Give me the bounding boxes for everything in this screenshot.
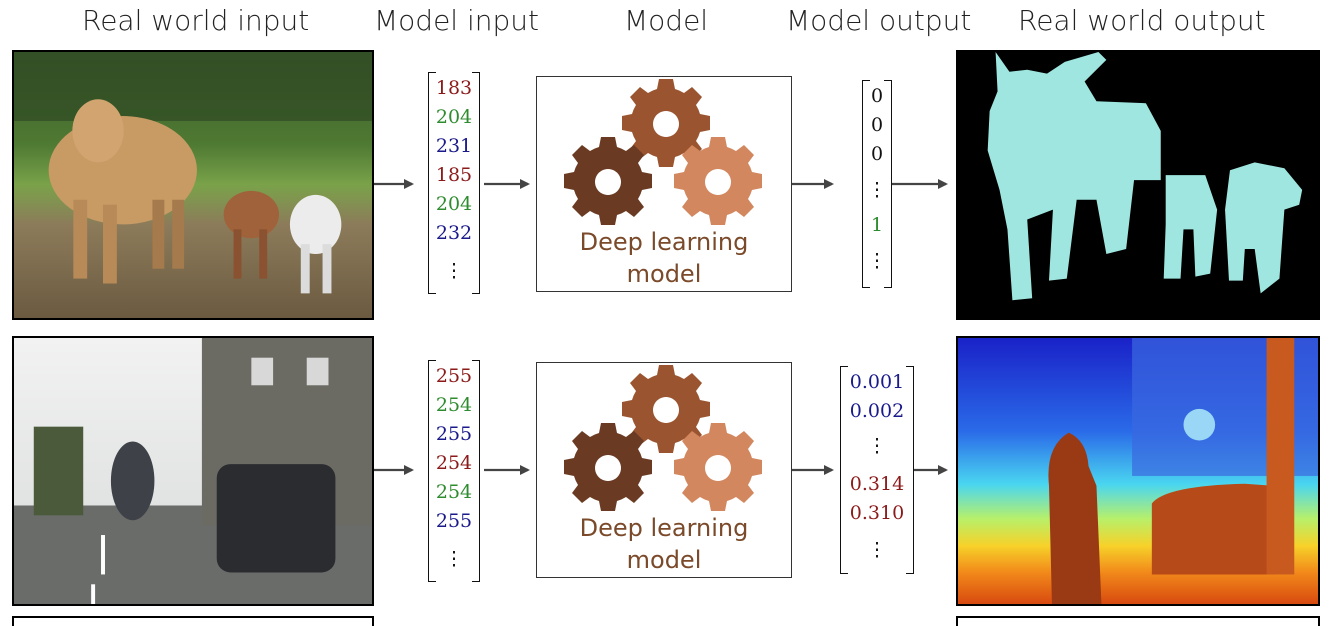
vector-cell: 231 <box>435 135 473 157</box>
vector-cell: ⋮ <box>867 179 887 201</box>
row-b-label: ) <box>0 338 2 373</box>
vector-cell: 255 <box>435 423 473 445</box>
header-real-world-output: Real world output <box>1018 4 1266 37</box>
vector-cell: 0.002 <box>849 400 905 422</box>
vector-cell: 255 <box>435 510 473 532</box>
vector-cell: 204 <box>435 106 473 128</box>
vector-cell: ⋮ <box>867 435 887 457</box>
gears-icon <box>564 79 762 225</box>
model-caption-line1: Deep learning <box>579 228 749 256</box>
header-real-world-input: Real world input <box>82 4 310 37</box>
vector-cell: 254 <box>435 452 473 474</box>
model-caption-line2: model <box>626 546 702 574</box>
model-output-vector-2: 0.001 0.002 ⋮ 0.314 0.310 ⋮ <box>840 366 914 574</box>
next-row-photo-edge <box>12 616 374 626</box>
vector-cell: 255 <box>435 365 473 387</box>
vector-cell: 185 <box>435 164 473 186</box>
vector-cell: 204 <box>435 193 473 215</box>
vector-cell: 232 <box>435 222 473 244</box>
model-input-vector-1: 183 204 231 185 204 232 ⋮ <box>428 72 480 294</box>
segmentation-output <box>956 50 1320 320</box>
street-photo <box>12 336 374 606</box>
vector-cell: 0.310 <box>849 502 905 524</box>
header-model: Model <box>624 4 709 37</box>
model-box-2: Deep learning model <box>536 362 792 578</box>
vector-cell: ⋮ <box>867 250 887 272</box>
model-box-1: Deep learning model <box>536 76 792 292</box>
row-a-label: ) <box>0 52 2 87</box>
vector-cell: ⋮ <box>444 260 464 282</box>
vector-cell: 0.314 <box>849 473 905 495</box>
model-output-vector-1: 0 0 0 ⋮ 1 ⋮ <box>862 80 892 288</box>
vector-cell: ⋮ <box>867 539 887 561</box>
gears-icon <box>564 365 762 511</box>
vector-cell: 0 <box>870 114 884 136</box>
model-caption-line2: model <box>626 260 702 288</box>
vector-cell: 1 <box>870 214 884 236</box>
vector-cell: 0 <box>870 143 884 165</box>
vector-cell: 254 <box>435 481 473 503</box>
vector-cell: 183 <box>435 77 473 99</box>
next-row-output-edge <box>956 616 1320 626</box>
model-input-vector-2: 255 254 255 254 254 255 ⋮ <box>428 360 480 582</box>
header-model-input: Model input <box>374 4 539 37</box>
cow-photo <box>12 50 374 320</box>
vector-cell: ⋮ <box>444 548 464 570</box>
vector-cell: 0.001 <box>849 371 905 393</box>
model-caption-line1: Deep learning <box>579 514 749 542</box>
vector-cell: 254 <box>435 394 473 416</box>
header-model-output: Model output <box>786 4 972 37</box>
depth-map-output <box>956 336 1320 606</box>
vector-cell: 0 <box>870 85 884 107</box>
